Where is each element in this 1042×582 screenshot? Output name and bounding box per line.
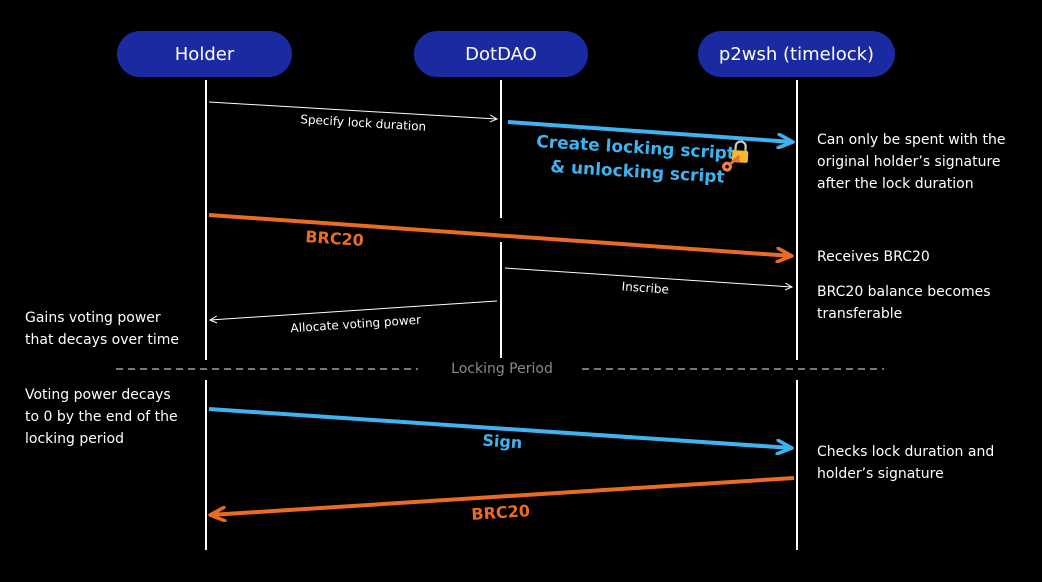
note-line: after the lock duration	[817, 176, 974, 192]
note-voting-power-decays: Voting power decays to 0 by the end of t…	[25, 384, 178, 450]
note-line: Gains voting power	[25, 310, 161, 326]
create-locking-script-arrow	[507, 120, 793, 142]
sign-arrow	[208, 407, 792, 448]
brc20-send-label: BRC20	[305, 227, 365, 250]
note-line: Voting power decays	[25, 387, 171, 403]
sign-label: Sign	[482, 431, 523, 453]
separator-label: Locking Period	[451, 361, 553, 377]
key-icon	[722, 155, 741, 172]
specify-lock-duration-arrow	[208, 101, 497, 119]
note-spend-condition: Can only be spent with the original hold…	[817, 129, 1005, 195]
inscribe-arrow	[504, 267, 792, 287]
note-line: holder’s signature	[817, 466, 944, 482]
allocate-voting-power-label: Allocate voting power	[290, 313, 421, 336]
note-line: transferable	[817, 306, 903, 322]
note-line: locking period	[25, 431, 124, 447]
allocate-voting-power-arrow	[210, 300, 498, 320]
actor-dotdao: DotDAO	[414, 31, 588, 77]
note-line: Checks lock duration and	[817, 444, 995, 460]
note-line: to 0 by the end of the	[25, 409, 178, 425]
inscribe-label: Inscribe	[621, 279, 669, 296]
note-checks-lock-duration: Checks lock duration and holder’s signat…	[817, 441, 994, 485]
brc20-send-arrow	[208, 213, 792, 256]
note-gains-voting-power: Gains voting power that decays over time	[25, 307, 179, 351]
note-line: original holder’s signature	[817, 154, 1001, 170]
brc20-return-label: BRC20	[471, 501, 531, 524]
note-line: Receives BRC20	[817, 249, 930, 265]
note-line: Can only be spent with the	[817, 132, 1006, 148]
note-line: BRC20 balance becomes	[817, 284, 991, 300]
specify-lock-duration-label: Specify lock duration	[300, 112, 427, 133]
note-receives-brc20: Receives BRC20	[817, 246, 930, 268]
actor-holder: Holder	[117, 31, 292, 77]
actor-p2wsh: p2wsh (timelock)	[698, 31, 895, 77]
note-balance-transferable: BRC20 balance becomes transferable	[817, 281, 991, 325]
brc20-return-arrow	[210, 476, 795, 515]
note-line: that decays over time	[25, 332, 179, 348]
